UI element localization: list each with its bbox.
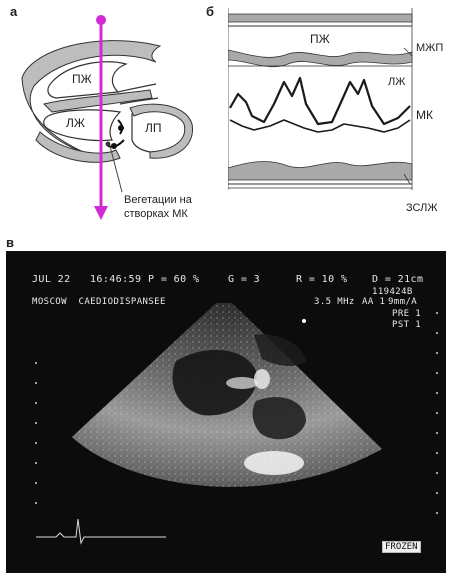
- panel-b-letter: б: [206, 4, 214, 19]
- echo-institution: MOSCOW CAEDIODISPANSEE: [32, 297, 166, 307]
- echo-pre: PRE 1: [392, 309, 421, 319]
- vegetation-1: [118, 125, 124, 131]
- echo-frame-rate: 9mm/A: [388, 297, 417, 307]
- echo-power: P = 60 %: [148, 274, 199, 285]
- ecg-trace: [36, 519, 166, 543]
- echo-pst: PST 1: [392, 320, 421, 330]
- bright-echo-pericardium: [244, 451, 304, 475]
- vegetation-caption-line2: створках МК: [124, 208, 188, 220]
- label-la-a: ЛП: [145, 121, 162, 135]
- echo-id: 119424B: [372, 287, 413, 297]
- echo-date: JUL 22: [32, 274, 71, 285]
- transducer-dot: [96, 15, 106, 25]
- label-rv-b: ПЖ: [310, 32, 330, 46]
- frozen-badge: FROZEN: [382, 541, 421, 553]
- focus-marker: [302, 319, 306, 323]
- bright-echo-valve: [254, 369, 270, 389]
- label-lvpw-b: ЗСЛЖ: [406, 202, 437, 214]
- echo-aa: AA 1: [362, 297, 385, 307]
- vegetation-3: [106, 142, 111, 147]
- vegetation-2: [111, 143, 117, 149]
- chest-wall-band: [228, 14, 412, 22]
- echocardiogram-image: JUL 22 16:46:59 P = 60 % G = 3 R = 10 % …: [6, 251, 446, 573]
- label-rv-a: ПЖ: [72, 72, 92, 86]
- echo-time: 16:46:59: [90, 274, 141, 285]
- echo-frequency: 3.5 MHz: [314, 297, 355, 307]
- depth-scale-right: [436, 312, 438, 514]
- label-lv-a: ЛЖ: [66, 116, 85, 130]
- label-mv-b: МК: [416, 108, 433, 122]
- vegetation-caption-line1: Вегетации на: [124, 194, 192, 206]
- beam-arrowhead: [94, 206, 108, 220]
- lvpw-band: [228, 162, 412, 180]
- label-lv-b: ЛЖ: [388, 76, 405, 88]
- echo-gain: G = 3: [228, 274, 260, 285]
- panel-c-letter: в: [6, 235, 14, 250]
- heart-cross-section-diagram: [0, 0, 220, 225]
- label-ivs-b: МЖП: [416, 42, 443, 54]
- bright-echo-septum: [226, 377, 258, 389]
- depth-scale-left: [35, 362, 37, 504]
- echo-reject: R = 10 %: [296, 274, 347, 285]
- echo-depth: D = 21cm: [372, 274, 423, 285]
